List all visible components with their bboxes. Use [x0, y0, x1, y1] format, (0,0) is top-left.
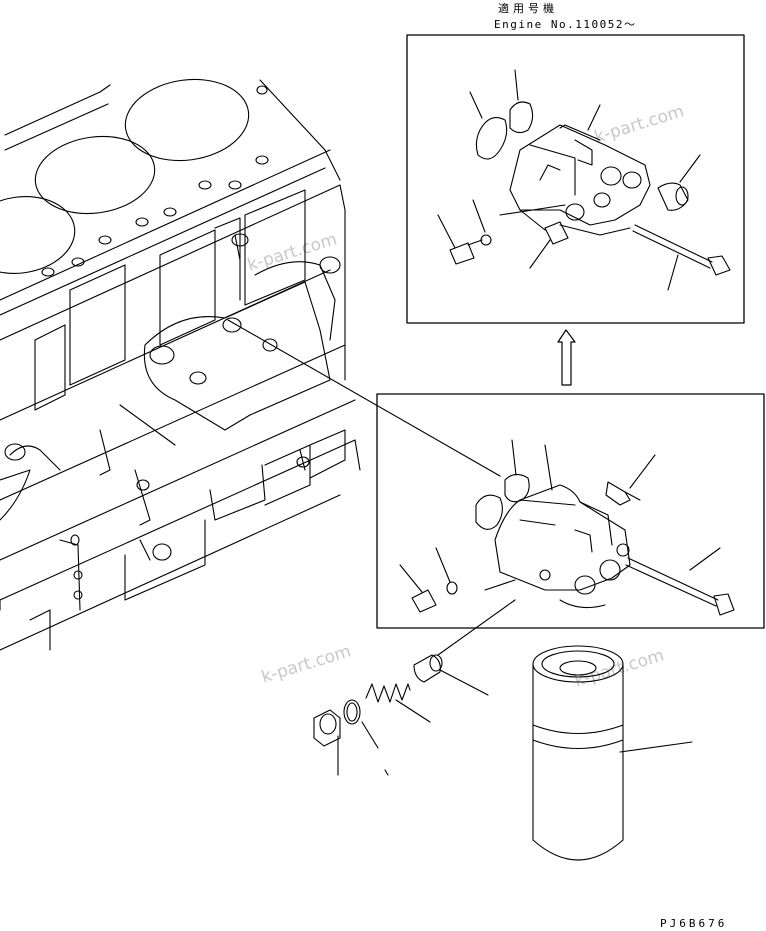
cylinder-block [0, 78, 361, 651]
arrow-up-icon [557, 329, 576, 386]
engine-serial-label: Engine No.110052～ [494, 18, 637, 31]
oil-filter-cartridge [532, 645, 693, 861]
applicability-label: 適用号機 [498, 2, 558, 15]
filter-head-assembly-box [376, 393, 765, 629]
leader-line [227, 319, 501, 477]
figure-code: PJ6B676 [660, 917, 728, 930]
inset-box-new-type [406, 34, 745, 324]
bypass-valve-parts [313, 599, 516, 776]
